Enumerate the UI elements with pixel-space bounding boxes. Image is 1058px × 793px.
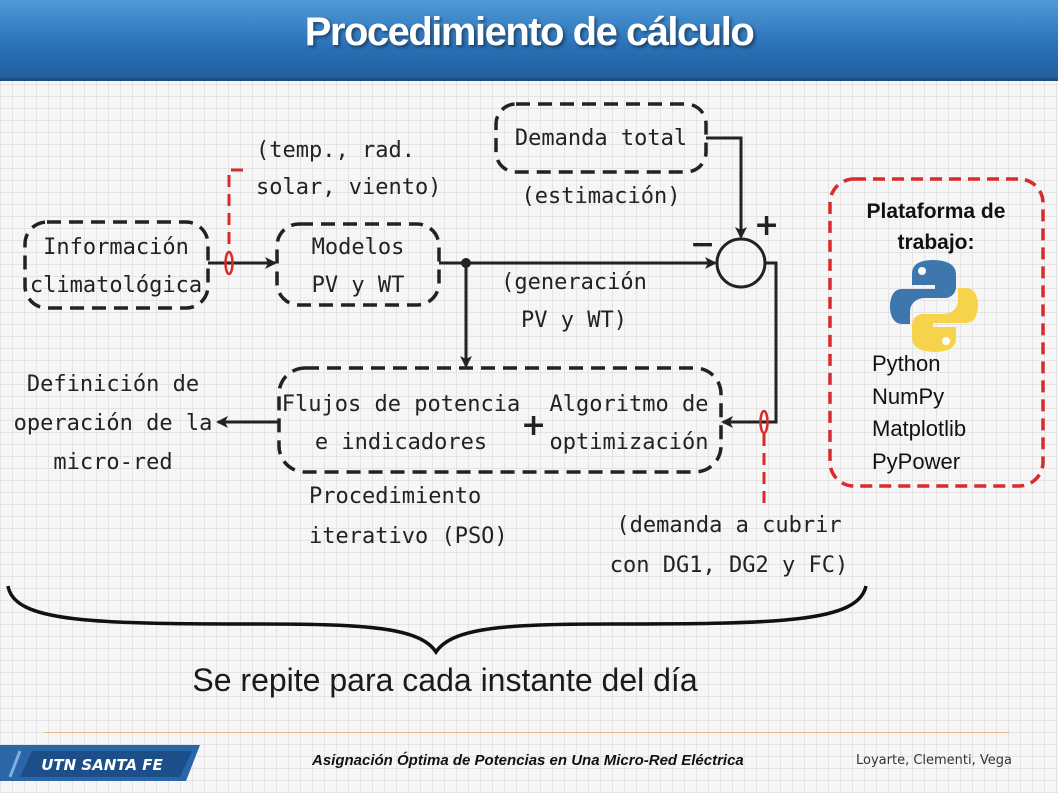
total-demand-box: [494, 102, 708, 174]
platform-item-matplotlib: Matplotlib: [872, 416, 967, 441]
combine-plus-sign: +: [521, 408, 546, 443]
demand-signal-ellipse: [759, 409, 769, 435]
sum-plus-sign: +: [754, 208, 779, 243]
optimization-box: [277, 366, 723, 474]
models-line1: Modelos: [312, 235, 405, 260]
platform-list: Python NumPy Matplotlib PyPower: [872, 348, 966, 478]
operation-def-line1: Definición de: [27, 372, 199, 397]
repeat-caption: Se repite para cada instante del día: [192, 662, 698, 698]
arrow-demand-to-sum: [706, 136, 747, 239]
power-flows-line2: e indicadores: [315, 430, 487, 455]
page-title: Procedimiento de cálculo: [304, 10, 755, 54]
python-logo-icon: [890, 260, 978, 352]
generation-line2: PV y WT): [521, 308, 627, 333]
arrow-sum-to-optimization: [721, 261, 778, 428]
summation-node: [715, 237, 767, 289]
curly-brace: [6, 585, 868, 656]
footer-title: Asignación Óptima de Potencias en Una Mi…: [312, 752, 744, 769]
footer-authors: Loyarte, Clementi, Vega: [856, 753, 1012, 768]
footer-divider: [44, 732, 1010, 733]
climate-info-box: [23, 220, 210, 310]
estimation-label: (estimación): [522, 184, 681, 209]
demand-cover-line2: con DG1, DG2 y FC): [610, 553, 848, 578]
total-demand-label: Demanda total: [515, 126, 687, 151]
utn-logo-text: UTN SANTA FE: [41, 756, 163, 774]
header-bar: [0, 0, 1058, 81]
generation-line1: (generación: [501, 270, 647, 295]
climate-info-line2: climatológica: [30, 273, 202, 298]
sum-minus-sign: −: [690, 227, 715, 262]
models-line2: PV y WT: [312, 273, 405, 298]
operation-def-line2: operación de la: [14, 411, 213, 436]
platform-item-numpy: NumPy: [872, 383, 945, 409]
utn-logo-badge: UTN SANTA FE: [0, 745, 200, 781]
iterative-line1: Procedimiento: [309, 484, 481, 509]
operation-def-line3: micro-red: [53, 450, 172, 475]
platform-item-pypower: PyPower: [872, 448, 961, 474]
platform-box: [828, 177, 1045, 488]
demand-cover-line1: (demanda a cubrir: [616, 513, 841, 538]
climate-info-line1: Información: [43, 235, 189, 260]
climate-signal-marker: [227, 168, 243, 250]
platform-item-python: Python: [872, 351, 941, 376]
platform-title: Plataforma de trabajo:: [866, 200, 1006, 254]
climate-signal-ellipse: [224, 250, 234, 276]
algorithm-line2: optimización: [550, 430, 709, 455]
power-flows-line1: Flujos de potencia: [282, 392, 520, 417]
climate-vars-line2: solar, viento): [256, 175, 441, 200]
algorithm-line1: Algoritmo de: [550, 392, 709, 417]
climate-vars-line1: (temp., rad.: [256, 138, 415, 163]
iterative-line2: iterativo (PSO): [309, 524, 508, 549]
